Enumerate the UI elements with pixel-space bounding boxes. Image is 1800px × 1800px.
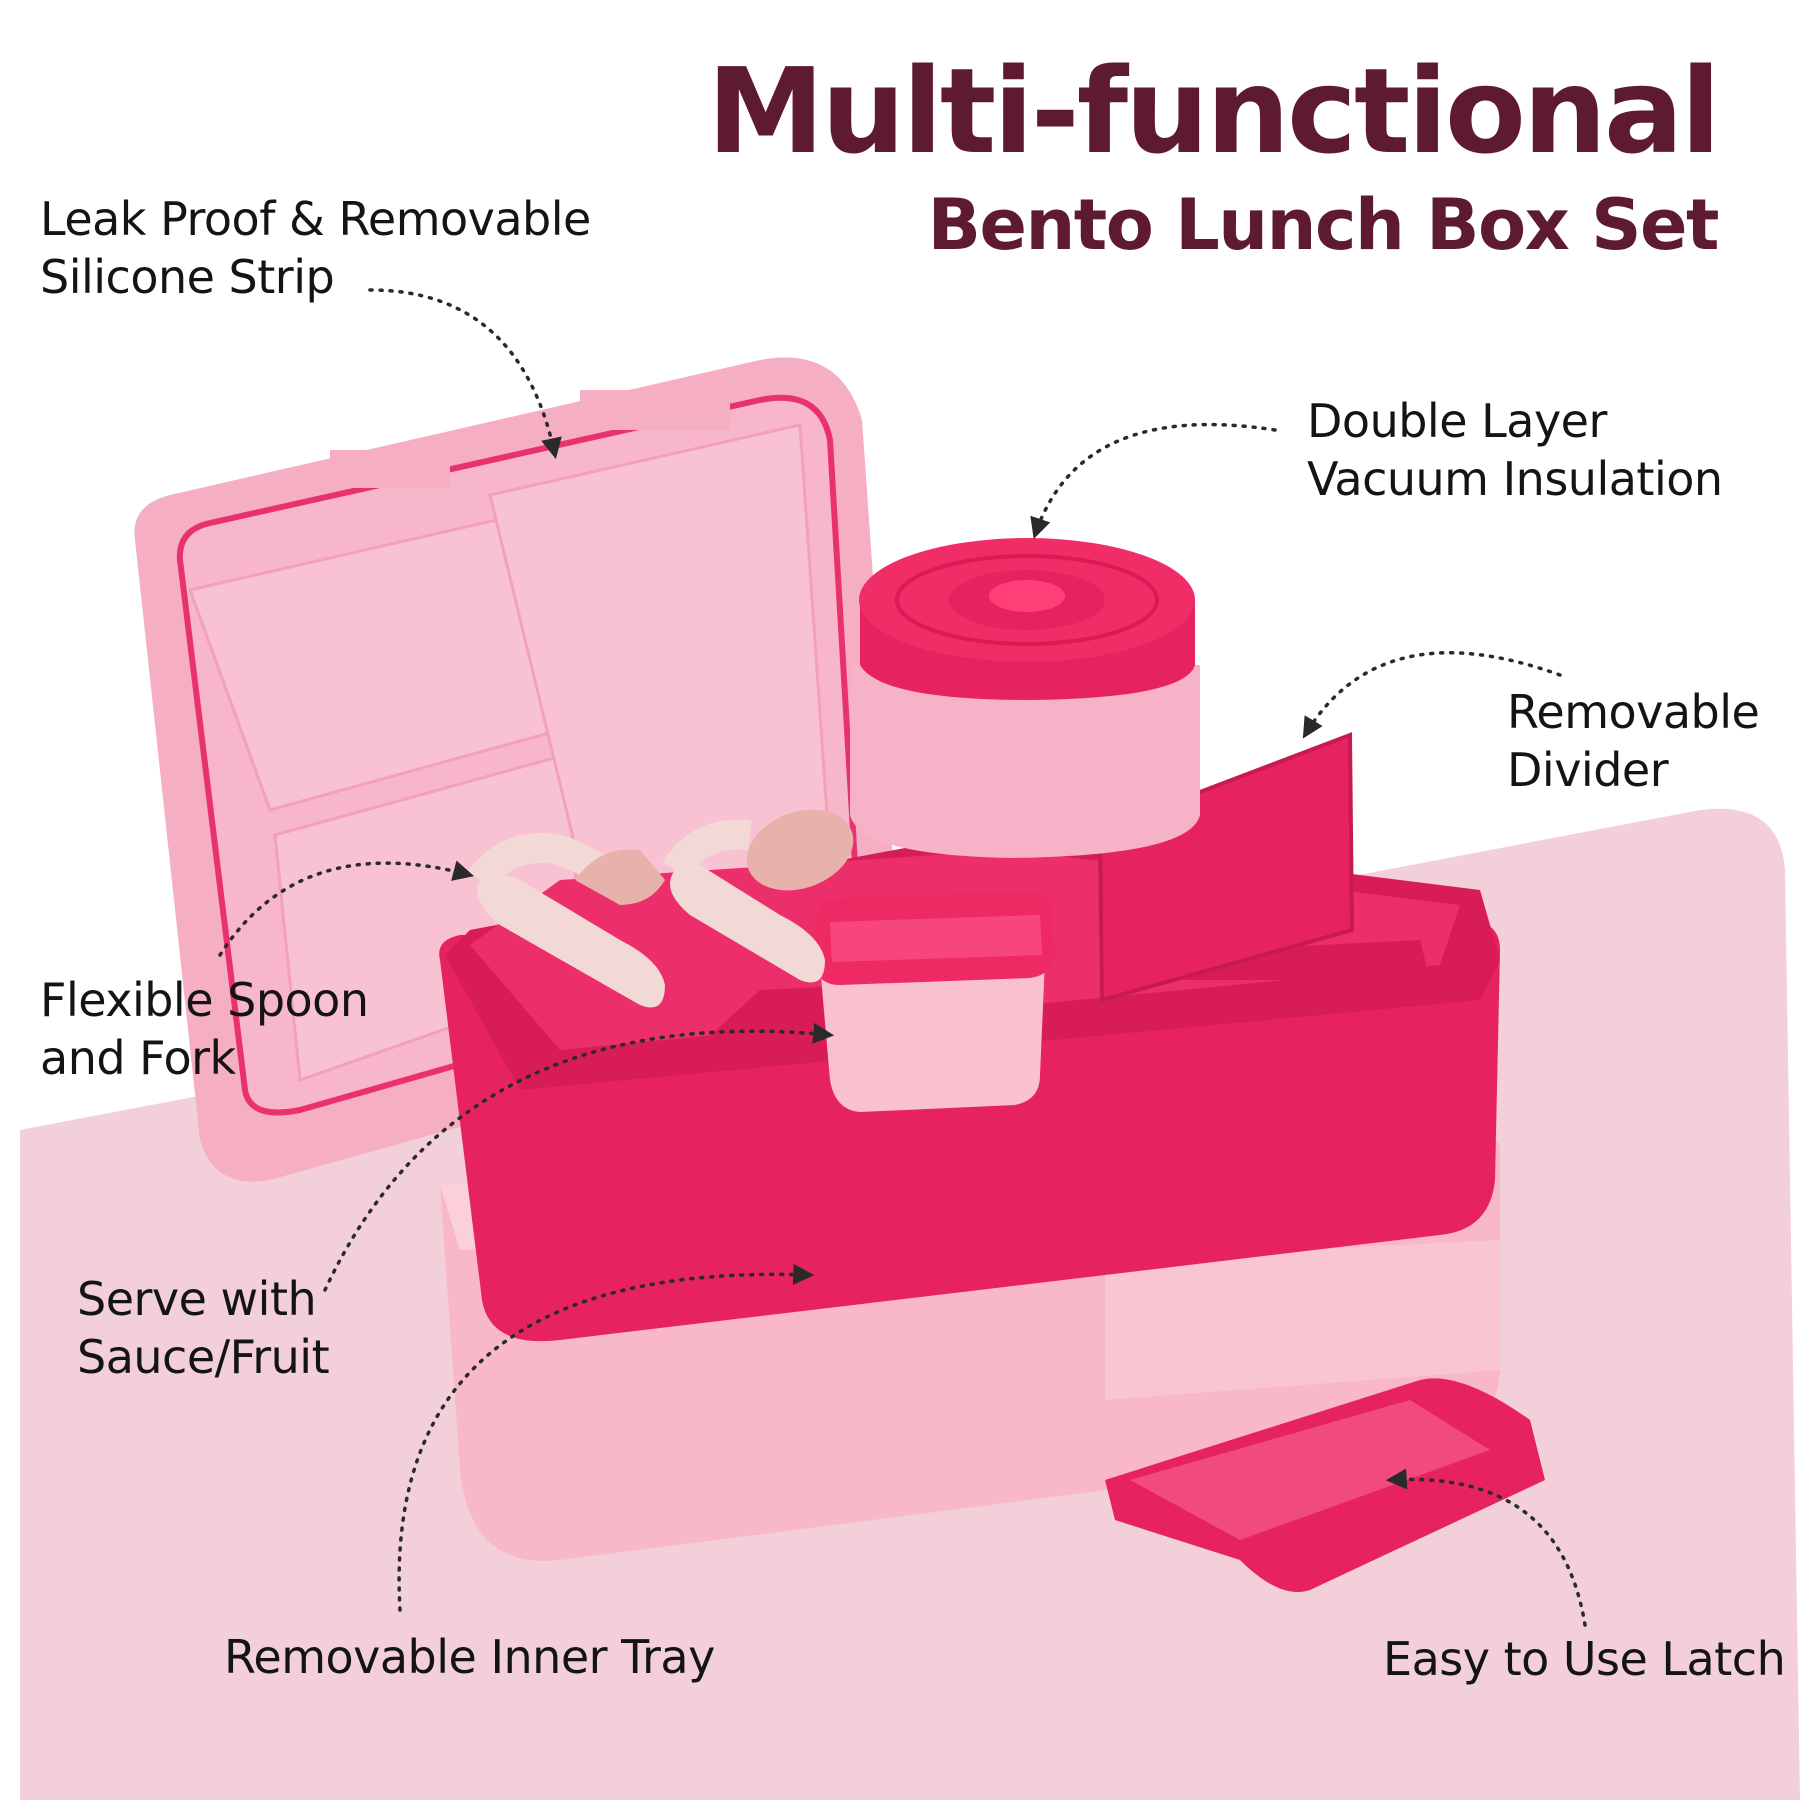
callout-leak-proof: Leak Proof & Removable Silicone Strip xyxy=(40,190,591,306)
leader-line-divider xyxy=(1302,651,1562,739)
leader-line-leak-proof xyxy=(368,288,562,460)
sauce-cup-icon xyxy=(815,892,1055,1112)
callout-spoon-fork-line2: and Fork xyxy=(40,1031,236,1085)
food-jar-icon xyxy=(850,538,1200,858)
callout-divider-line2: Divider xyxy=(1507,743,1669,797)
callout-sauce: Serve with Sauce/Fruit xyxy=(77,1270,330,1386)
callout-double-layer-line2: Vacuum Insulation xyxy=(1307,452,1723,506)
leader-line-sauce xyxy=(323,1022,835,1292)
callout-spoon-fork: Flexible Spoon and Fork xyxy=(40,971,369,1087)
callout-inner-tray: Removable Inner Tray xyxy=(224,1628,715,1686)
callout-leak-proof-line1: Leak Proof & Removable xyxy=(40,192,591,246)
divider-icon xyxy=(1097,732,1355,1003)
callout-spoon-fork-line1: Flexible Spoon xyxy=(40,973,369,1027)
fork-icon xyxy=(468,833,665,1008)
callout-sauce-line2: Sauce/Fruit xyxy=(77,1330,330,1384)
callout-divider: Removable Divider xyxy=(1507,683,1760,799)
callout-latch: Easy to Use Latch xyxy=(1383,1630,1786,1688)
page-subtitle: Bento Lunch Box Set xyxy=(927,184,1720,266)
callout-double-layer-line1: Double Layer xyxy=(1307,394,1607,448)
leader-line-spoon-fork xyxy=(218,860,475,957)
callout-inner-tray-line1: Removable Inner Tray xyxy=(224,1630,715,1684)
callout-double-layer: Double Layer Vacuum Insulation xyxy=(1307,392,1723,508)
callout-sauce-line1: Serve with xyxy=(77,1272,317,1326)
callout-latch-line1: Easy to Use Latch xyxy=(1383,1632,1786,1686)
leader-line-latch xyxy=(1385,1468,1587,1627)
latch-icon xyxy=(1105,1378,1545,1592)
callout-leak-proof-line2: Silicone Strip xyxy=(40,250,335,304)
leader-line-double-layer xyxy=(1030,422,1277,539)
leader-line-inner-tray xyxy=(397,1263,815,1612)
spoon-icon xyxy=(662,809,854,983)
callout-divider-line1: Removable xyxy=(1507,685,1760,739)
page-title: Multi-functional xyxy=(706,42,1721,180)
